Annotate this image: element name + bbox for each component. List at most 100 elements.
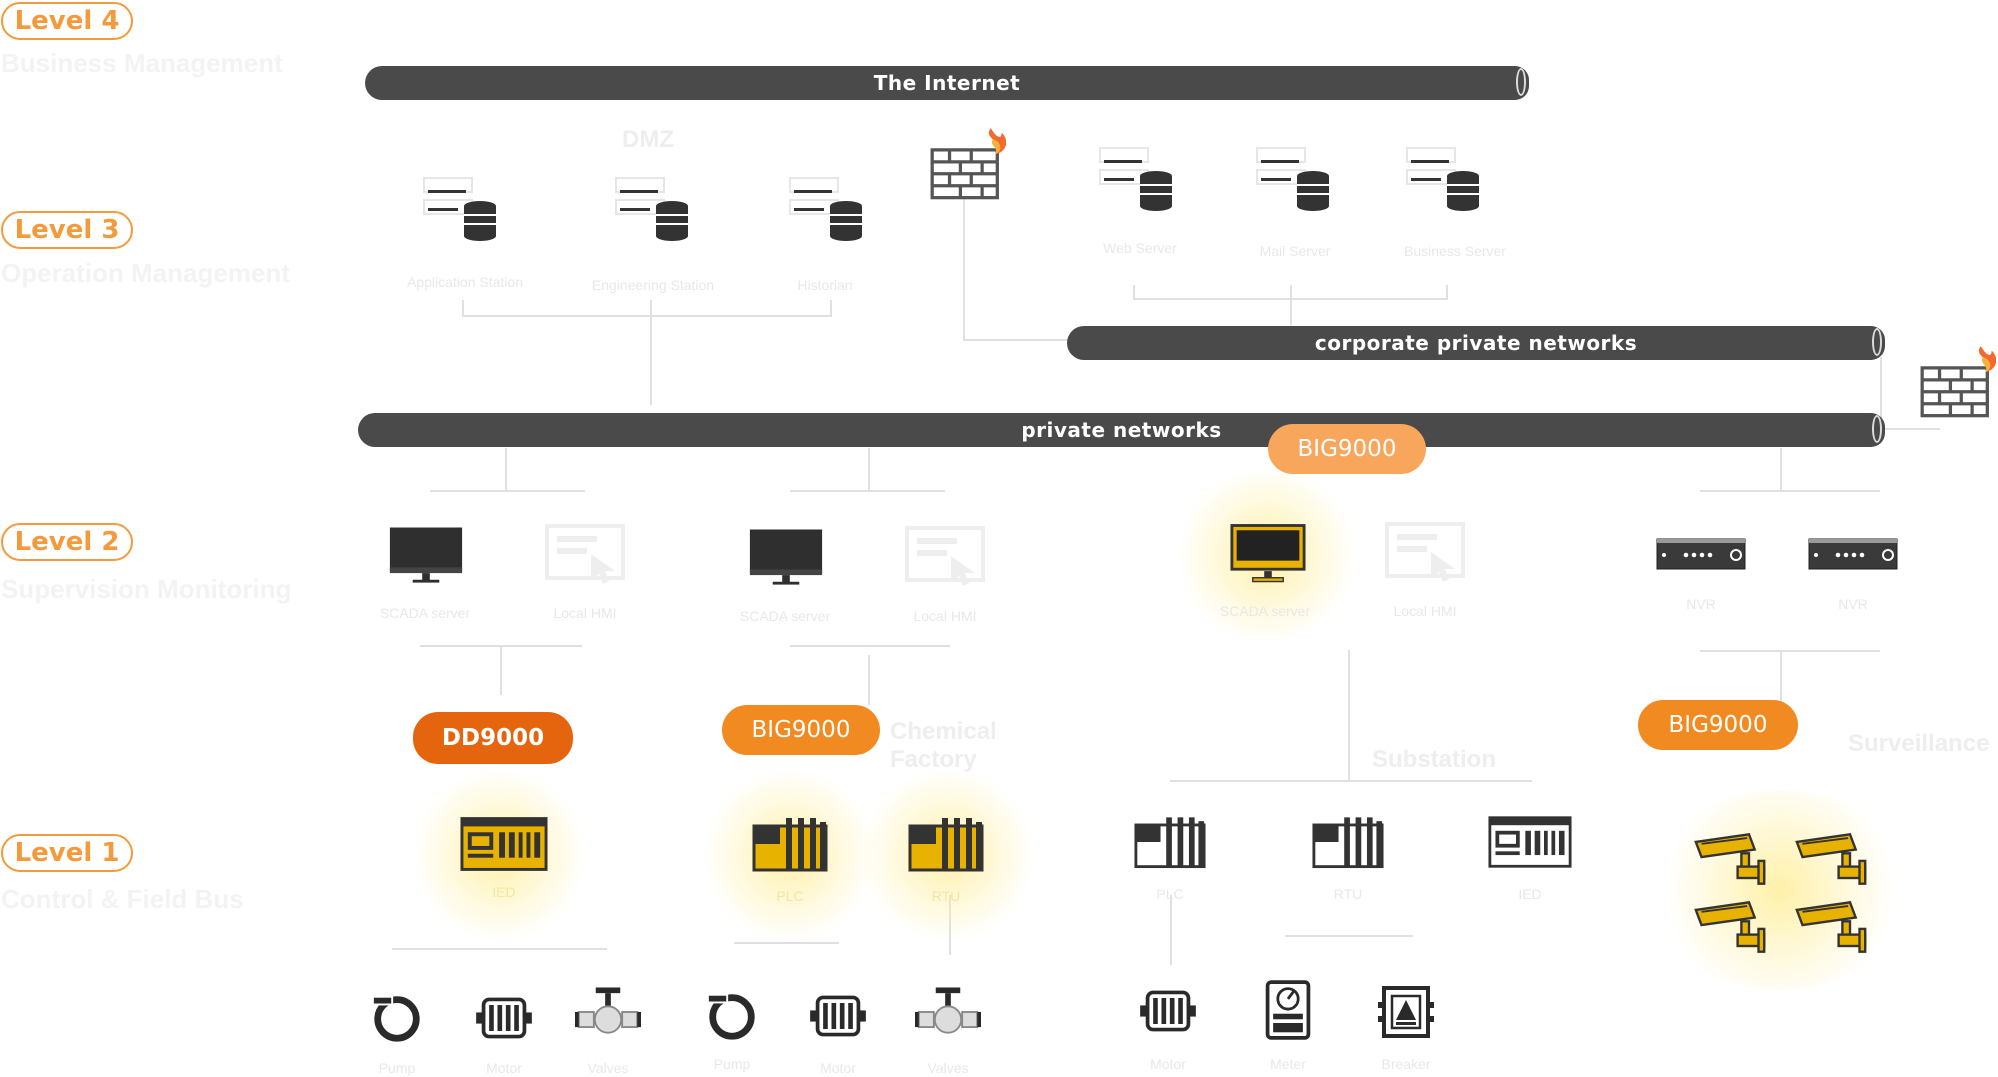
ied-label: IED [1518, 886, 1542, 902]
firewall-icon [1920, 344, 1996, 420]
nvr-icon [1656, 538, 1746, 570]
connector [1780, 650, 1782, 710]
database-server-icon [1098, 146, 1188, 216]
database-server-icon [422, 176, 512, 246]
connector [430, 490, 585, 492]
connector [1133, 285, 1135, 299]
level-4-subtitle: Business Management [1, 48, 283, 78]
big9000-badge: BIG9000 [1638, 700, 1798, 750]
motor-icon [474, 992, 534, 1044]
mail-server-label: Mail Server [1259, 243, 1331, 259]
pump-icon [370, 990, 424, 1044]
pump-label: Pump [713, 1056, 751, 1072]
bus-end-cap [1872, 415, 1882, 443]
scada-server-label: SCADA server [1219, 603, 1311, 619]
level-2-badge: Level 2 [1, 523, 133, 561]
substation-label: Substation [1372, 746, 1496, 773]
scada-server-label: SCADA server [739, 608, 831, 624]
connector [650, 300, 652, 405]
business-server-label: Business Server [1404, 243, 1506, 259]
connector [1170, 895, 1172, 965]
valve-icon [575, 985, 641, 1039]
monitor-icon [388, 524, 464, 588]
database-server-icon [788, 176, 878, 246]
level-1-subtitle: Control & Field Bus [1, 884, 244, 914]
database-server-icon [614, 176, 704, 246]
ied-icon [460, 816, 548, 872]
local-hmi-label: Local HMI [1393, 603, 1457, 619]
connector [1285, 935, 1413, 937]
corporate-bus: corporate private networks [1067, 326, 1885, 360]
connector [790, 490, 945, 492]
connector [963, 339, 1068, 341]
web-server-label: Web Server [1103, 240, 1177, 256]
connector [963, 195, 965, 340]
rtu-label: RTU [1333, 886, 1363, 902]
connector [1348, 650, 1350, 780]
nvr-label: NVR [1686, 596, 1716, 612]
motor-label: Motor [820, 1060, 856, 1076]
dd9000-badge: DD9000 [413, 712, 573, 764]
camera-icon [1692, 832, 1768, 886]
local-hmi-icon [905, 526, 985, 590]
connector [790, 645, 950, 647]
monitor-icon [748, 526, 824, 590]
motor-icon [808, 990, 868, 1042]
plc-icon [1134, 815, 1206, 869]
connector [505, 448, 507, 490]
historian-label: Historian [797, 277, 853, 293]
motor-icon [1138, 985, 1198, 1037]
dmz-label: DMZ [622, 126, 674, 153]
big9000-badge: BIG9000 [1268, 424, 1426, 474]
motor-label: Motor [1150, 1056, 1186, 1072]
breaker-label: Breaker [1381, 1056, 1431, 1072]
connector [1880, 428, 1940, 430]
camera-icon [1692, 900, 1768, 954]
meter-label: Meter [1270, 1056, 1306, 1072]
firewall-icon [930, 126, 1006, 202]
meter-icon [1262, 980, 1314, 1040]
local-hmi-icon [1385, 522, 1465, 586]
motor-label: Motor [486, 1060, 522, 1076]
connector [462, 300, 464, 315]
scada-server-label: SCADA server [379, 605, 471, 621]
corporate-bus-label: corporate private networks [1314, 331, 1638, 355]
private-bus: private networks [358, 413, 1885, 447]
nvr-icon [1808, 538, 1898, 570]
surveillance-label: Surveillance [1848, 730, 1990, 757]
local-hmi-icon [545, 524, 625, 588]
application-station-label: Application Station [407, 274, 523, 290]
rtu-icon [908, 816, 984, 872]
engineering-station-label: Engineering Station [591, 277, 715, 293]
camera-icon [1793, 832, 1869, 886]
level-3-subtitle: Operation Management [1, 258, 290, 288]
connector [868, 655, 870, 705]
connector [1170, 780, 1532, 782]
pump-icon [705, 988, 759, 1042]
private-bus-label: private networks [1021, 418, 1222, 442]
connector [1700, 490, 1880, 492]
plc-label: PLC [776, 888, 804, 904]
connector [500, 645, 502, 695]
valves-label: Valves [587, 1060, 629, 1076]
connector [1446, 285, 1448, 299]
internet-bus: The Internet [365, 66, 1529, 100]
database-server-icon [1405, 146, 1495, 216]
valve-icon [915, 985, 981, 1039]
connector [1780, 448, 1782, 490]
local-hmi-label: Local HMI [913, 608, 977, 624]
camera-icon [1793, 900, 1869, 954]
connector [1290, 285, 1292, 325]
connector [830, 300, 832, 315]
bus-end-cap [1872, 328, 1882, 356]
local-hmi-label: Local HMI [553, 605, 617, 621]
plc-label: PLC [1156, 886, 1184, 902]
chemical-factory-label: Chemical Factory [890, 718, 997, 773]
internet-bus-label: The Internet [873, 71, 1021, 95]
rtu-label: RTU [931, 888, 961, 904]
valves-label: Valves [927, 1060, 969, 1076]
monitor-icon [1230, 522, 1306, 586]
level-3-badge: Level 3 [1, 211, 133, 249]
connector [734, 942, 839, 944]
rtu-icon [1312, 815, 1384, 869]
